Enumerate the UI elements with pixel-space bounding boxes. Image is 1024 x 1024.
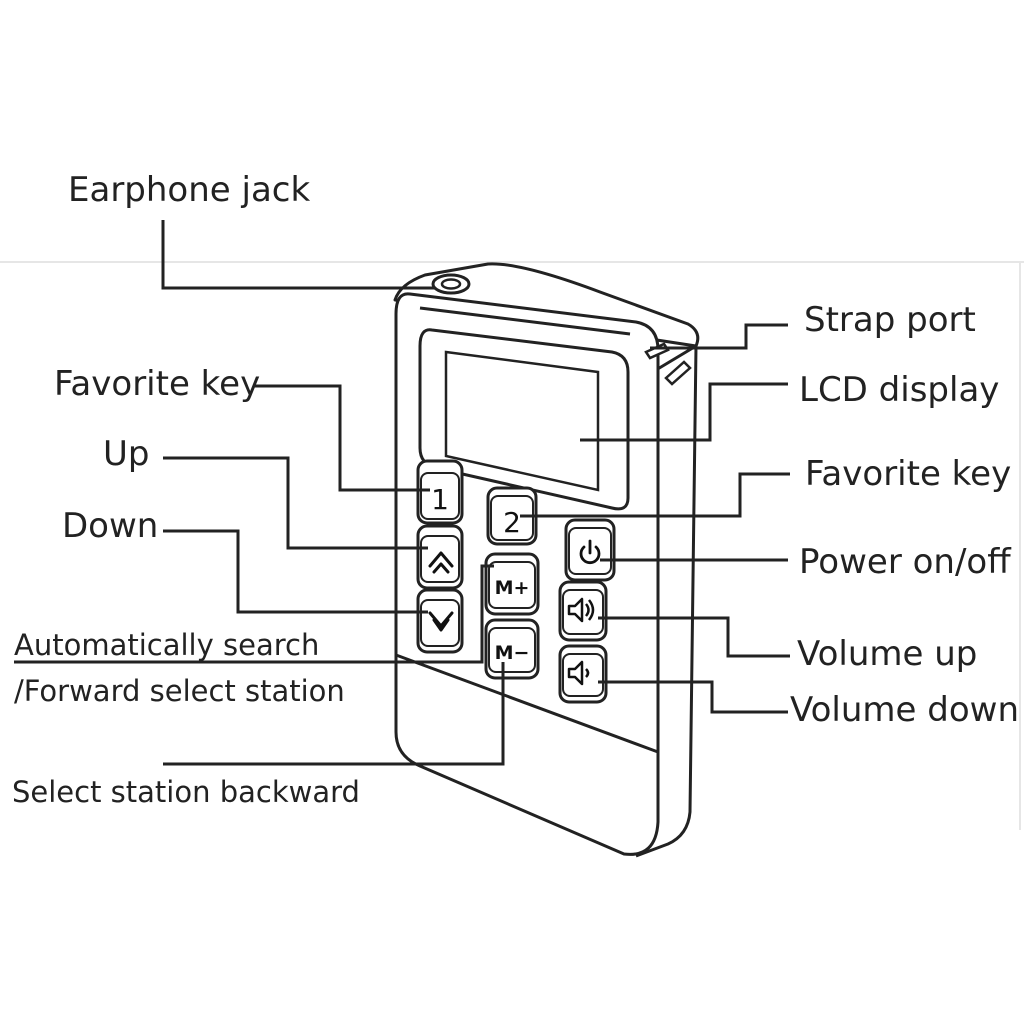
power-icon (579, 539, 601, 565)
lcd-display (418, 328, 630, 511)
leader-volume-down (598, 680, 788, 714)
label-select-backward: Select station backward (12, 775, 360, 809)
key-m-minus-label: M− (495, 642, 530, 664)
key-fav2-label: 2 (503, 506, 521, 539)
speaker-loud-icon (567, 597, 595, 623)
label-volume-up: Volume up (797, 634, 978, 674)
leader-select-backward (163, 662, 505, 766)
leader-down (163, 529, 428, 614)
key-up[interactable] (416, 524, 464, 590)
label-favorite-key-right: Favorite key (805, 454, 1012, 494)
leader-volume-up (598, 616, 790, 658)
label-favorite-key-left: Favorite key (54, 364, 261, 404)
label-auto-search-line2: /Forward select station (14, 674, 345, 708)
key-down[interactable] (416, 588, 464, 654)
label-down: Down (62, 506, 159, 546)
leader-up (163, 456, 428, 550)
leader-lcd-display (580, 382, 788, 442)
earphone-jack[interactable] (431, 273, 471, 295)
chevron-down-icon (428, 611, 454, 632)
chevron-up-icon (428, 551, 454, 574)
label-up: Up (103, 434, 150, 474)
key-m-plus-label: M+ (495, 577, 530, 599)
leader-favorite-key-right (520, 472, 790, 518)
key-volume-down[interactable] (558, 644, 608, 704)
key-m-plus[interactable]: M+ (484, 552, 540, 616)
key-m-minus[interactable]: M− (484, 618, 540, 680)
key-power[interactable] (564, 518, 616, 582)
label-power: Power on/off (799, 542, 1011, 582)
leader-favorite-key-left (254, 384, 430, 492)
speaker-quiet-icon (567, 660, 590, 686)
label-strap-port: Strap port (804, 300, 976, 340)
label-volume-down: Volume down (790, 690, 1020, 730)
key-fav1[interactable]: 1 (416, 459, 464, 525)
label-auto-search-line1: Automatically search (14, 628, 320, 662)
leader-earphone-jack (161, 220, 435, 290)
key-fav2[interactable]: 2 (486, 486, 538, 546)
key-volume-up[interactable] (558, 580, 608, 642)
label-earphone-jack: Earphone jack (68, 170, 311, 210)
leader-auto-search (14, 564, 494, 664)
key-fav1-label: 1 (431, 483, 449, 516)
leader-strap-port (650, 323, 788, 350)
label-lcd-display: LCD display (799, 370, 1000, 410)
